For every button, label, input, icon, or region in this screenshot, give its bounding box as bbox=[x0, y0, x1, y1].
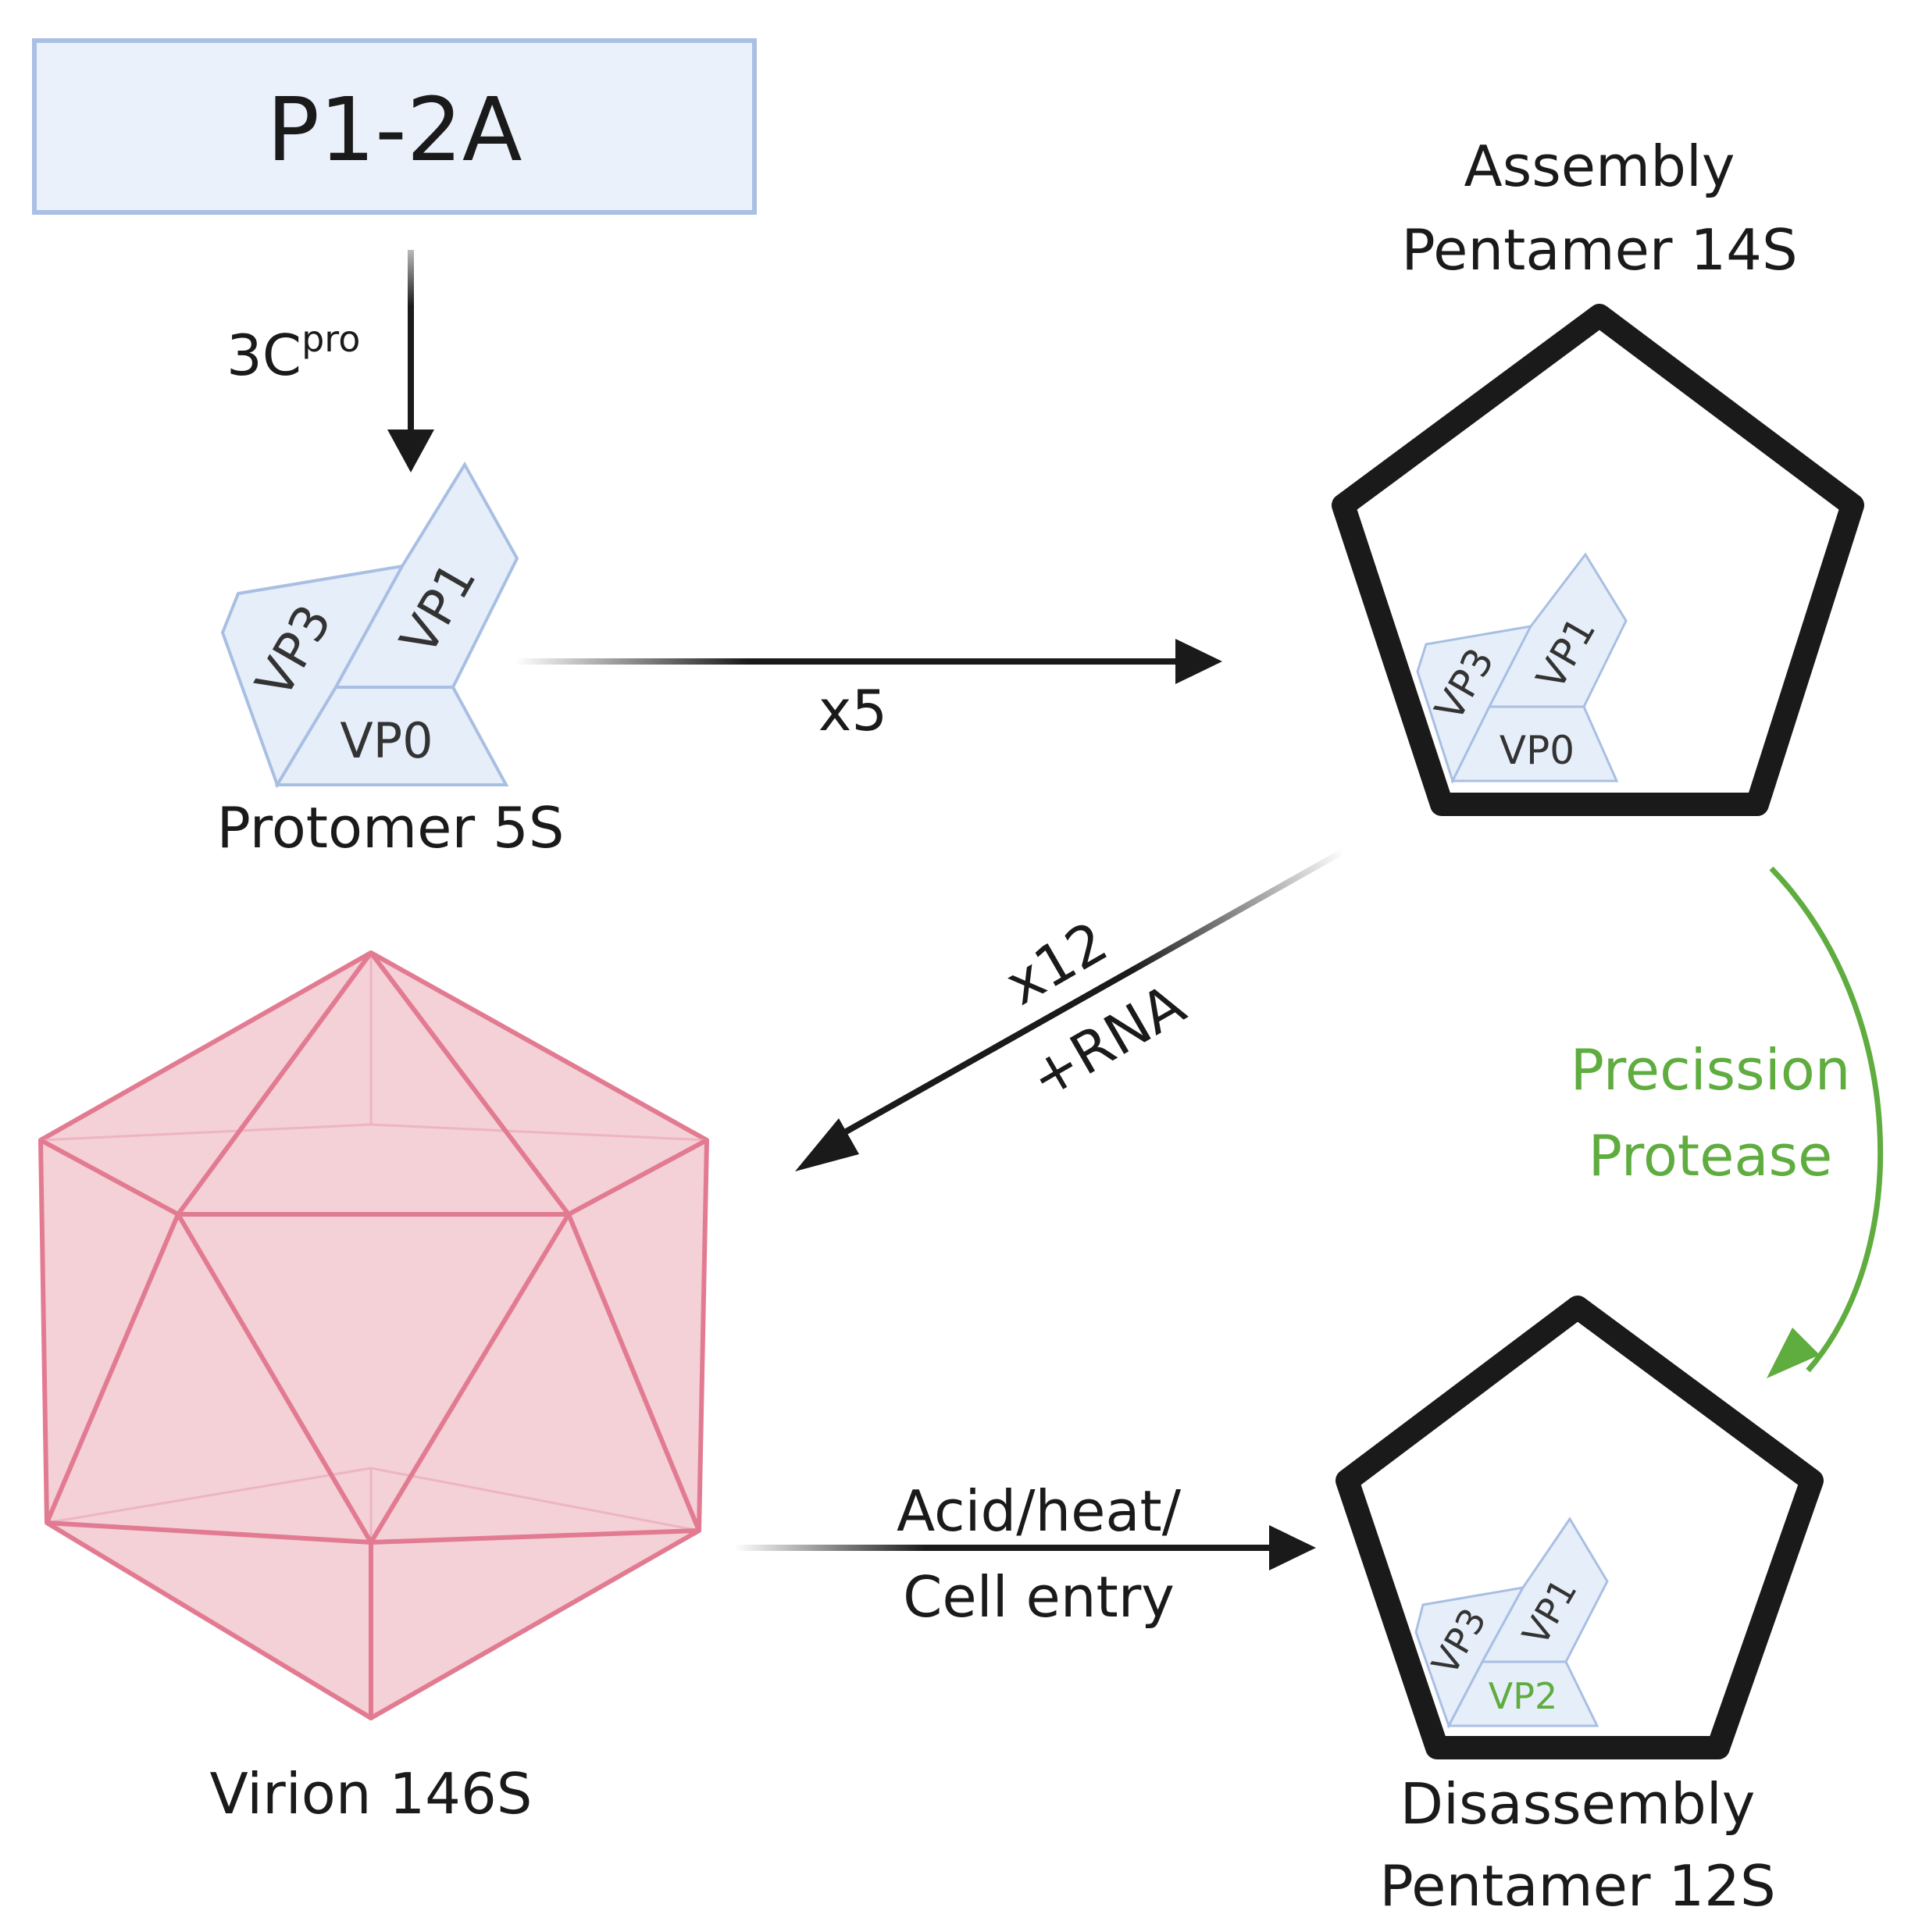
cleavage-enzyme-label: 3Cpro bbox=[226, 318, 360, 388]
disassembly-title-line1: Disassembly bbox=[1400, 1771, 1756, 1837]
disassembly-title-line2: Pentamer 12S bbox=[1379, 1853, 1775, 1919]
x5-label: x5 bbox=[818, 678, 887, 743]
protomer-5s: VP3 VP1 VP0 bbox=[220, 462, 519, 789]
x12-label: x12 bbox=[994, 908, 1118, 1018]
assembly-vp0-label: VP0 bbox=[1500, 728, 1574, 773]
precursor-box: P1-2A bbox=[32, 38, 757, 215]
assembly-title-line1: Assembly bbox=[1464, 134, 1735, 199]
disassembly-pentamer-outline bbox=[1336, 1296, 1824, 1759]
assembly-pentamer: VP3 VP1 VP0 bbox=[1332, 304, 1864, 816]
x12-arrow bbox=[795, 848, 1345, 1171]
precursor-rect bbox=[32, 38, 757, 215]
acid-heat-label-line2: Cell entry bbox=[903, 1564, 1175, 1630]
protomer-vp0-label: VP0 bbox=[340, 712, 433, 769]
protease-label-line1: Precission bbox=[1571, 1037, 1851, 1103]
acid-heat-arrow bbox=[734, 1525, 1316, 1570]
virion-outline bbox=[38, 950, 709, 1720]
assembly-protomer: VP3 VP1 VP0 bbox=[1416, 552, 1628, 784]
protomer-vp0-shape bbox=[274, 686, 509, 786]
assembly-title-line2: Pentamer 14S bbox=[1401, 217, 1797, 283]
x5-arrow bbox=[515, 639, 1222, 684]
virion-icosahedron bbox=[38, 950, 709, 1720]
disassembly-pentamer: VP3 VP1 VP2 bbox=[1336, 1296, 1824, 1759]
protease-arrow bbox=[1767, 866, 1884, 1378]
protease-label-line2: Protease bbox=[1589, 1123, 1833, 1189]
cleavage-arrow bbox=[387, 250, 434, 472]
precursor-label: P1-2A bbox=[266, 80, 522, 181]
protomer-label: Protomer 5S bbox=[217, 795, 565, 861]
disassembly-vp2-label: VP2 bbox=[1489, 1675, 1557, 1717]
acid-heat-label-line1: Acid/heat/ bbox=[897, 1478, 1182, 1544]
assembly-pentamer-outline bbox=[1332, 304, 1864, 816]
disassembly-protomer: VP3 VP1 VP2 bbox=[1414, 1517, 1609, 1729]
virion-label: Virion 146S bbox=[210, 1761, 533, 1827]
